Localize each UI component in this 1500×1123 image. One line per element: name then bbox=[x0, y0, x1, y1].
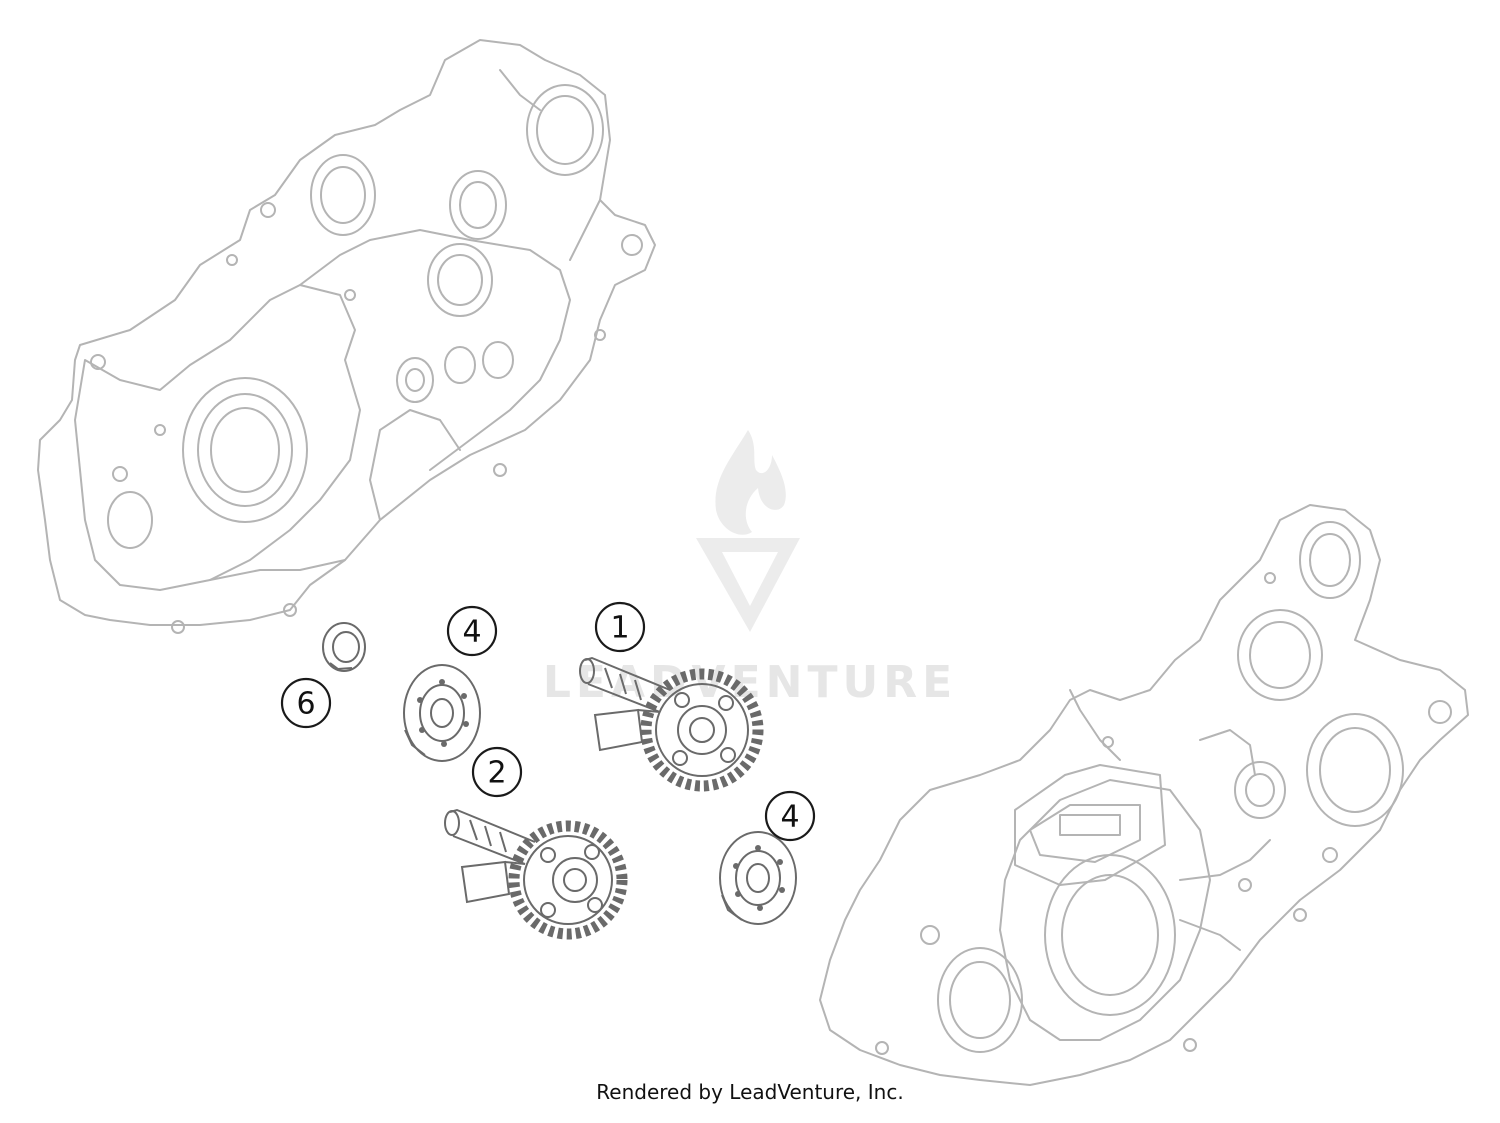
part-6-seal bbox=[322, 622, 366, 672]
part-4-bearing-left bbox=[403, 664, 481, 762]
callout-part-2-label: 2 bbox=[487, 756, 506, 791]
crankcase-right-half bbox=[819, 504, 1469, 1086]
footer-credit: Rendered by LeadVenture, Inc. bbox=[596, 1080, 904, 1104]
callout-part-4-left-label: 4 bbox=[462, 615, 481, 650]
callout-part-4-right-label: 4 bbox=[780, 800, 799, 835]
part-2-balancer-shaft bbox=[444, 808, 628, 940]
watermark-text: LEADVENTURE bbox=[543, 657, 957, 708]
callout-part-2[interactable]: 2 bbox=[471, 746, 523, 798]
callout-part-4-right[interactable]: 4 bbox=[764, 790, 816, 842]
callout-part-1-label: 1 bbox=[610, 611, 629, 646]
watermark-logo: LEADVENTURE bbox=[543, 430, 957, 708]
watermark-v-icon bbox=[696, 538, 800, 632]
part-1-balancer-shaft bbox=[579, 656, 764, 792]
watermark-flame-icon bbox=[715, 430, 786, 535]
callout-part-1[interactable]: 1 bbox=[594, 601, 646, 653]
callout-part-6[interactable]: 6 bbox=[280, 677, 332, 729]
callout-part-6-label: 6 bbox=[296, 687, 315, 722]
part-4-bearing-right bbox=[719, 831, 797, 925]
crankcase-left-half bbox=[37, 39, 656, 634]
callout-part-4-left[interactable]: 4 bbox=[446, 605, 498, 657]
